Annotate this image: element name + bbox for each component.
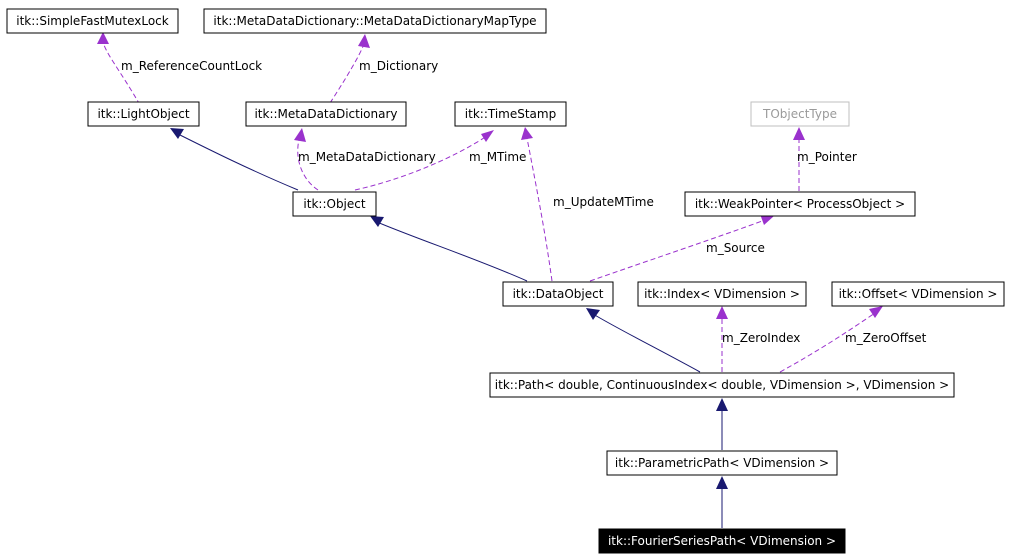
edge-label-source: m_Source	[706, 241, 765, 255]
node-label: itk::ParametricPath< VDimension >	[615, 456, 829, 470]
edge-label-metadatadictionary: m_MetaDataDictionary	[298, 150, 436, 164]
node-fourier-series-path[interactable]: itk::FourierSeriesPath< VDimension >	[598, 528, 846, 554]
node-label: TObjectType	[762, 107, 837, 121]
node-label: itk::Offset< VDimension >	[839, 287, 998, 301]
arrow-head-icon	[294, 128, 306, 142]
node-index[interactable]: itk::Index< VDimension >	[637, 281, 807, 307]
arrow-head-icon	[716, 306, 728, 319]
edge-timestamp-to-dataobject	[526, 137, 553, 282]
node-label: itk::MetaDataDictionary	[254, 107, 397, 121]
edge-label-zero-index: m_ZeroIndex	[722, 331, 800, 345]
edge-weakpointer-to-dataobject	[589, 219, 766, 282]
node-parametric-path[interactable]: itk::ParametricPath< VDimension >	[606, 450, 838, 476]
edge-label-pointer: m_Pointer	[797, 150, 857, 164]
node-label: itk::FourierSeriesPath< VDimension >	[608, 534, 836, 548]
edge-label-zero-offset: m_ZeroOffset	[845, 331, 927, 345]
node-tobject-type[interactable]: TObjectType	[750, 101, 850, 127]
edge-dictmap-to-metadict	[329, 43, 365, 104]
node-label: itk::Index< VDimension >	[644, 287, 800, 301]
arrow-head-icon	[716, 398, 728, 411]
arrow-head-icon	[170, 128, 184, 139]
arrow-head-icon	[716, 476, 728, 489]
edge-dataobject-inherits-object	[376, 221, 528, 282]
node-label: itk::Path< double, ContinuousIndex< doub…	[495, 378, 949, 392]
edge-mutex-to-lightobject	[102, 39, 141, 106]
arrow-head-icon	[586, 308, 600, 320]
node-path[interactable]: itk::Path< double, ContinuousIndex< doub…	[489, 372, 955, 398]
arrow-head-icon	[521, 127, 533, 140]
node-light-object[interactable]: itk::LightObject	[87, 101, 200, 127]
edge-label-update-mtime: m_UpdateMTime	[553, 195, 654, 209]
node-metadata-dictionary-map-type[interactable]: itk::MetaDataDictionary::MetaDataDiction…	[203, 8, 547, 34]
arrow-head-icon	[869, 306, 883, 318]
node-object[interactable]: itk::Object	[292, 191, 377, 217]
arrow-head-icon	[481, 130, 494, 142]
node-offset[interactable]: itk::Offset< VDimension >	[831, 281, 1005, 307]
arrow-head-icon	[358, 34, 370, 48]
node-label: itk::MetaDataDictionary::MetaDataDiction…	[213, 14, 536, 28]
node-time-stamp[interactable]: itk::TimeStamp	[454, 101, 567, 127]
arrow-head-icon	[793, 127, 805, 140]
node-label: itk::WeakPointer< ProcessObject >	[695, 197, 905, 211]
node-metadata-dictionary[interactable]: itk::MetaDataDictionary	[245, 101, 407, 127]
node-label: itk::Object	[303, 197, 365, 211]
edge-label-reference-count-lock: m_ReferenceCountLock	[121, 59, 262, 73]
arrow-head-icon	[760, 214, 774, 225]
node-data-object[interactable]: itk::DataObject	[502, 281, 614, 307]
node-label: itk::SimpleFastMutexLock	[16, 14, 169, 28]
arrow-head-icon	[370, 216, 384, 227]
node-label: itk::TimeStamp	[465, 107, 556, 121]
edge-object-inherits-lightobject	[177, 133, 299, 191]
edge-label-mtime: m_MTime	[469, 150, 526, 164]
edge-timestamp-to-object	[354, 135, 488, 191]
node-label: itk::LightObject	[97, 107, 189, 121]
node-weak-pointer[interactable]: itk::WeakPointer< ProcessObject >	[684, 191, 916, 217]
edge-path-inherits-dataobject	[592, 313, 701, 373]
node-simple-fast-mutex-lock[interactable]: itk::SimpleFastMutexLock	[6, 8, 179, 34]
arrow-head-icon	[97, 32, 109, 44]
node-label: itk::DataObject	[513, 287, 604, 301]
edge-label-dictionary: m_Dictionary	[359, 59, 438, 73]
